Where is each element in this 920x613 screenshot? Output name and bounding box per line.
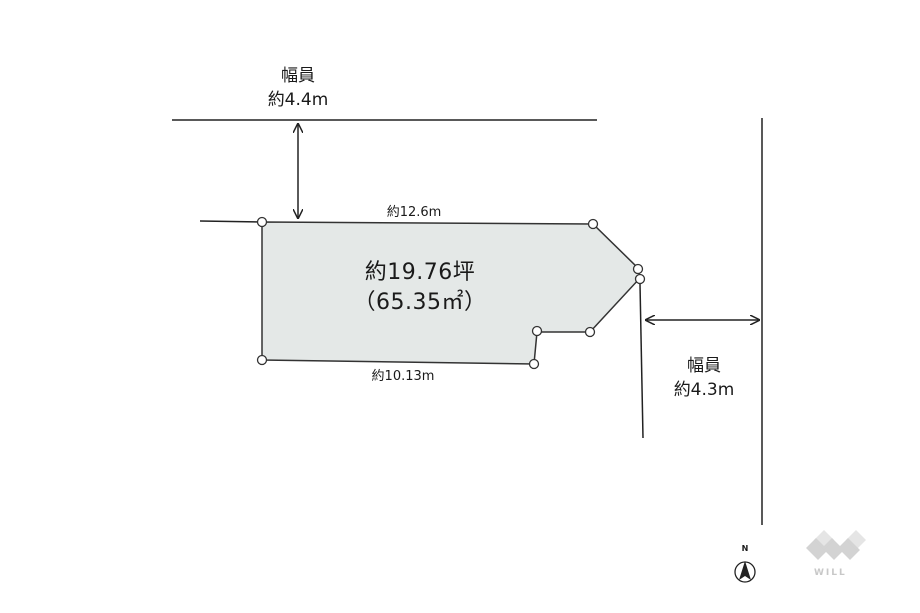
east-road-title: 幅員: [687, 356, 721, 376]
north-road-label: 幅員 約4.4m: [262, 64, 334, 112]
vertex-marker: [528, 358, 540, 370]
compass-north-label: N: [741, 544, 749, 553]
vertex-marker: [584, 326, 596, 338]
lot-bottom-dimension: 約10.13m: [371, 369, 435, 384]
will-logo-text: WILL: [814, 568, 847, 578]
east-road-inner-line: [639, 283, 644, 439]
east-road-width: 約4.3m: [673, 380, 735, 400]
compass-needle-icon: [739, 561, 751, 580]
vertex-marker: [634, 273, 646, 285]
vertex-marker: [632, 263, 644, 275]
north-compass: [734, 561, 756, 583]
lot-area-label: 約19.76坪 （65.35㎡）: [340, 258, 500, 318]
lot-area-sqm: （65.35㎡）: [353, 290, 487, 315]
lot-area-tsubo: 約19.76坪: [364, 260, 476, 285]
vertex-marker: [256, 354, 268, 366]
vertex-marker: [587, 218, 599, 230]
east-road-label: 幅員 約4.3m: [664, 354, 744, 402]
vertex-marker: [531, 325, 543, 337]
north-road-width: 約4.4m: [267, 90, 329, 110]
lot-frontage-line: [199, 220, 263, 223]
north-road-title: 幅員: [281, 66, 315, 86]
vertex-marker: [256, 216, 268, 228]
will-logo-mark: [806, 530, 866, 560]
lot-top-dimension: 約12.6m: [386, 205, 442, 220]
lot-vertices: [256, 216, 646, 370]
